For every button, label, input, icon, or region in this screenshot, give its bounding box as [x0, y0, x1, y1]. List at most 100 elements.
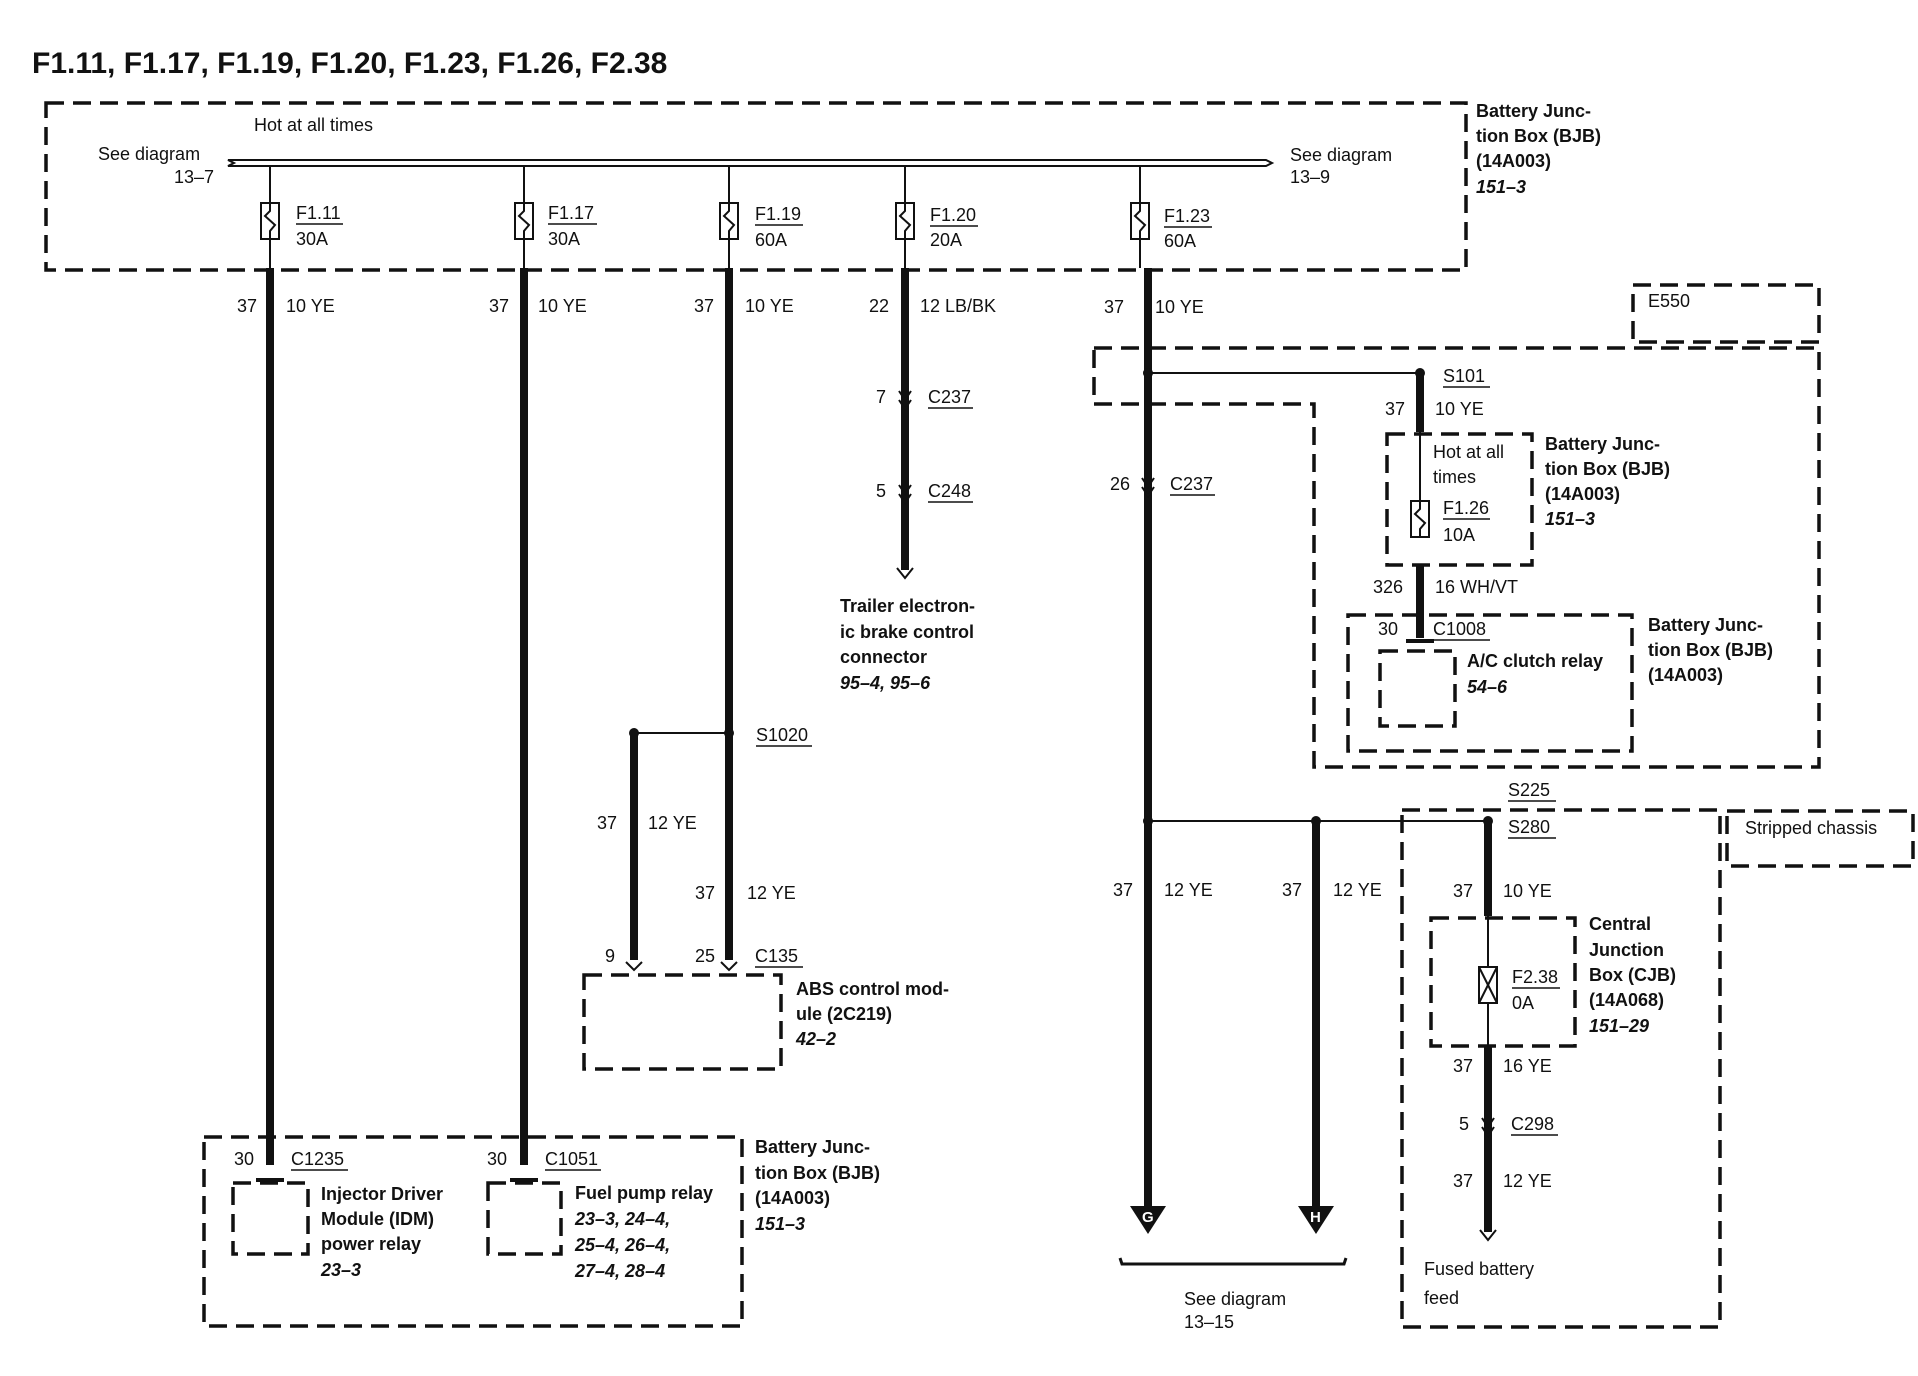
svg-text:37: 37	[1385, 399, 1405, 419]
svg-text:Junction: Junction	[1589, 940, 1664, 960]
idm-relay-box	[231, 1181, 310, 1256]
e550-box	[1631, 283, 1821, 344]
svg-text:30: 30	[1378, 619, 1398, 639]
trailer-wire-end	[896, 567, 914, 580]
svg-text:ic brake control: ic brake control	[840, 622, 974, 642]
hot-bus-bar	[227, 159, 1275, 167]
wire-label-f1-23: 37 10 YE	[1104, 297, 1204, 317]
svg-text:Battery Junc-: Battery Junc-	[755, 1137, 870, 1157]
bjb-top-label: Battery Junc- tion Box (BJB) (14A003) 15…	[1476, 101, 1601, 197]
fuel-pump-relay-label: Fuel pump relay 23–3, 24–4, 25–4, 26–4, …	[574, 1183, 713, 1281]
svg-text:42–2: 42–2	[795, 1029, 836, 1049]
svg-text:C237: C237	[928, 387, 971, 407]
connector-c1008: 30 C1008	[1378, 619, 1490, 643]
svg-text:10 YE: 10 YE	[286, 296, 335, 316]
stripped-chassis-label: Stripped chassis	[1745, 818, 1877, 838]
f126-bjb-box	[1385, 432, 1534, 567]
svg-text:F1.20: F1.20	[930, 205, 976, 225]
fuse-f1-19: F1.19 60A	[719, 166, 803, 268]
svg-text:F1.11: F1.11	[296, 203, 341, 223]
svg-text:326: 326	[1373, 577, 1403, 597]
svg-text:F1.26: F1.26	[1443, 498, 1489, 518]
fuse-f2-38-label: F2.38 0A	[1512, 967, 1560, 1013]
svg-text:9: 9	[605, 946, 615, 966]
svg-text:(14A003): (14A003)	[1648, 665, 1723, 685]
svg-text:23–3: 23–3	[320, 1260, 361, 1280]
svg-text:ABS control mod-: ABS control mod-	[796, 979, 949, 999]
svg-text:13–7: 13–7	[174, 167, 214, 187]
svg-text:Central: Central	[1589, 914, 1651, 934]
ac-bjb-label: Battery Junc- tion Box (BJB) (14A003)	[1648, 615, 1773, 685]
bjb-bottom-box	[202, 1135, 744, 1328]
svg-text:7: 7	[876, 387, 886, 407]
svg-text:37: 37	[237, 296, 257, 316]
svg-text:A/C clutch relay: A/C clutch relay	[1467, 651, 1603, 671]
svg-text:37: 37	[1453, 1171, 1473, 1191]
fuel-pump-relay-box	[486, 1181, 563, 1256]
svg-text:10 YE: 10 YE	[1435, 399, 1484, 419]
svg-text:Fuel pump relay: Fuel pump relay	[575, 1183, 713, 1203]
svg-text:connector: connector	[840, 647, 927, 667]
svg-text:C298: C298	[1511, 1114, 1554, 1134]
svg-text:12 YE: 12 YE	[648, 813, 697, 833]
see-diagram-left: See diagram 13–7	[98, 144, 214, 187]
connector-c135: 9 25 C135	[605, 946, 803, 972]
svg-text:23–3, 24–4,: 23–3, 24–4,	[574, 1209, 670, 1229]
f126-bjb-label: Battery Junc- tion Box (BJB) (14A003) 15…	[1545, 434, 1670, 529]
svg-text:27–4, 28–4: 27–4, 28–4	[574, 1261, 665, 1281]
svg-text:16 YE: 16 YE	[1503, 1056, 1552, 1076]
svg-text:tion Box (BJB): tion Box (BJB)	[1648, 640, 1773, 660]
svg-text:12 LB/BK: 12 LB/BK	[920, 296, 996, 316]
svg-text:25: 25	[695, 946, 715, 966]
wire-label-s280: 37 10 YE	[1453, 881, 1552, 901]
svg-text:0A: 0A	[1512, 993, 1534, 1013]
svg-text:25–4, 26–4,: 25–4, 26–4,	[574, 1235, 670, 1255]
connector-c298: 5 C298	[1459, 1114, 1558, 1137]
svg-text:37: 37	[695, 883, 715, 903]
svg-text:30A: 30A	[548, 229, 580, 249]
svg-text:(14A003): (14A003)	[1476, 151, 1551, 171]
abs-module-box	[582, 973, 783, 1071]
e550-region-box	[1092, 346, 1821, 769]
s101-dot-left	[1143, 368, 1153, 378]
svg-text:F1.23: F1.23	[1164, 206, 1210, 226]
fuse-f1-20: F1.20 20A	[895, 166, 978, 268]
svg-text:37: 37	[1104, 297, 1124, 317]
svg-text:37: 37	[489, 296, 509, 316]
svg-text:20A: 20A	[930, 230, 962, 250]
svg-text:Module (IDM): Module (IDM)	[321, 1209, 434, 1229]
fuse-f1-26	[1410, 500, 1430, 538]
fused-feed-end	[1479, 1229, 1497, 1242]
abs-module-label: ABS control mod- ule (2C219) 42–2	[795, 979, 949, 1049]
svg-text:See diagram: See diagram	[98, 144, 200, 164]
ac-bjb-box	[1346, 613, 1634, 753]
s225-dot-main	[1143, 816, 1153, 826]
see-diagram-bottom: See diagram 13–15	[1184, 1289, 1286, 1332]
stripped-chassis-label-box	[1725, 809, 1915, 868]
svg-text:C1051: C1051	[545, 1149, 598, 1169]
wire-label-abs-a: 37 12 YE	[597, 813, 697, 833]
svg-text:(14A068): (14A068)	[1589, 990, 1664, 1010]
svg-text:151–3: 151–3	[755, 1214, 805, 1234]
svg-text:13–9: 13–9	[1290, 167, 1330, 187]
svg-text:54–6: 54–6	[1467, 677, 1508, 697]
svg-text:30: 30	[487, 1149, 507, 1169]
svg-text:30A: 30A	[296, 229, 328, 249]
wire-label-c298-out: 37 12 YE	[1453, 1171, 1552, 1191]
wire-label-f1-20: 22 12 LB/BK	[869, 296, 996, 316]
svg-text:tion Box (BJB): tion Box (BJB)	[1476, 126, 1601, 146]
arrow-h	[1298, 1206, 1334, 1234]
svg-text:F1.19: F1.19	[755, 204, 801, 224]
svg-text:See diagram: See diagram	[1290, 145, 1392, 165]
svg-text:10A: 10A	[1443, 525, 1475, 545]
svg-text:151–3: 151–3	[1476, 177, 1526, 197]
svg-text:30: 30	[234, 1149, 254, 1169]
svg-text:12 YE: 12 YE	[1164, 880, 1213, 900]
hot-at-all-times-label: Hot at all times	[254, 115, 373, 135]
wire-label-s101: 37 10 YE	[1385, 399, 1484, 419]
e550-label: E550	[1648, 291, 1690, 311]
trailer-connector-label: Trailer electron- ic brake control conne…	[840, 596, 975, 693]
s1020-dot-right	[724, 728, 734, 738]
svg-text:12 YE: 12 YE	[1503, 1171, 1552, 1191]
